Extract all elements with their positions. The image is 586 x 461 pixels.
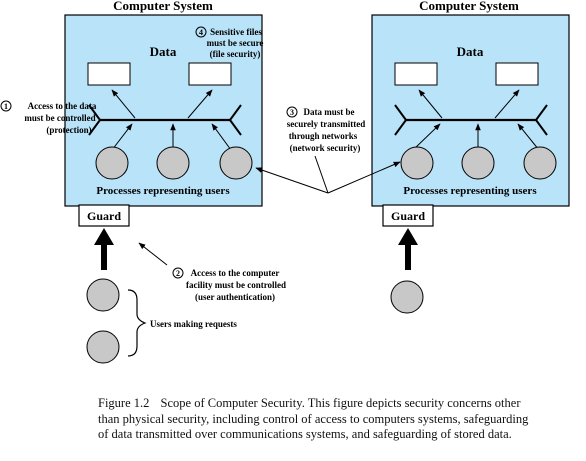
right-computer-system: Computer System Data Processes represent…: [371, 0, 570, 227]
annotation-3-line-2: securely transmitted: [287, 119, 366, 129]
left-guard-box: [78, 204, 130, 227]
annotation-4-line-2: must be secure: [207, 38, 264, 48]
annotation-3-line-1: Data must be: [304, 107, 355, 117]
annotation-1-line-2: must be controlled: [24, 113, 95, 123]
left-processes-label: Processes representing users: [96, 185, 230, 197]
figure-caption: Figure 1.2 Scope of Computer Security. T…: [98, 396, 538, 443]
annotation-4-line-3: (file security): [210, 49, 261, 59]
annotation-1-number-circle: [0, 100, 12, 112]
left-data-file-2: [188, 62, 232, 86]
right-bus-bracket-left: [394, 104, 408, 136]
annotation-3-number: 3: [290, 108, 294, 117]
annotation-2-number-circle: [172, 267, 184, 279]
annotation-2-line-3: (user authentication): [195, 292, 275, 302]
left-bus-bracket-left: [88, 104, 102, 136]
annotation-4-number-circle: [195, 26, 207, 38]
annotation-3: 3 Data must be securely transmitted thro…: [255, 106, 401, 194]
right-entry-arrow-head: [398, 228, 418, 245]
annotation-1-line-1: Access to the data: [28, 101, 97, 111]
annotation-3-number-circle: [286, 106, 298, 118]
left-arrow-process-1: [111, 123, 133, 151]
left-process-circle-1: [95, 146, 129, 180]
left-user-circle-2: [86, 330, 120, 364]
left-system-title: Computer System: [113, 0, 213, 13]
right-process-circle-2: [461, 146, 495, 180]
figure-number: Figure 1.2: [98, 396, 150, 410]
right-arrow-process-3: [517, 123, 540, 151]
annotation-3-pointer-left: [255, 167, 329, 194]
left-data-file-1: [87, 62, 131, 86]
left-guard-label: Guard: [87, 209, 121, 223]
caption-text: Scope of Computer Security. This figure …: [98, 396, 529, 441]
annotation-2-number: 2: [176, 269, 180, 278]
annotation-3-leader: [314, 155, 329, 194]
annotation-3-pointer-right: [327, 161, 401, 194]
annotation-4-line-1: Sensitive files: [210, 27, 262, 37]
annotation-1: 1 Access to the data must be controlled …: [0, 100, 97, 135]
left-user-circle-1: [86, 278, 120, 312]
users-brace: [127, 289, 147, 357]
annotation-1-line-3: (protection): [46, 125, 91, 135]
right-process-circle-3: [523, 146, 557, 180]
right-guard-box: [382, 204, 434, 227]
right-arrow-to-file-2: [494, 89, 520, 119]
right-bus-bracket-right: [534, 104, 548, 136]
annotation-2-line-1: Access to the computer: [191, 268, 280, 278]
left-data-label: Data: [150, 44, 177, 59]
annotation-3-line-3: through networks: [289, 131, 358, 141]
computer-security-diagram: Computer System Data Processes represent…: [0, 0, 570, 364]
left-entry-arrow-head: [94, 228, 114, 245]
annotation-2-line-2: facility must be controlled: [186, 280, 286, 290]
left-bus-bracket-right: [228, 104, 242, 136]
right-data-label: Data: [457, 44, 484, 59]
annotation-1-number: 1: [4, 102, 8, 111]
right-data-file-2: [495, 62, 539, 86]
left-process-circle-2: [156, 146, 190, 180]
right-arrow-to-file-1: [418, 89, 443, 119]
left-computer-system: Computer System Data Processes represent…: [64, 0, 263, 227]
right-user-circle: [390, 280, 424, 314]
users-label: Users making requests: [150, 319, 237, 329]
left-arrow-to-file-2: [187, 89, 213, 119]
annotation-2: 2 Access to the computer facility must b…: [138, 242, 286, 302]
left-arrow-process-3: [211, 123, 232, 151]
left-process-circle-3: [219, 146, 253, 180]
right-system-title: Computer System: [419, 0, 519, 13]
right-guard-label: Guard: [391, 209, 425, 223]
annotation-4: 4 Sensitive files must be secure (file s…: [195, 26, 264, 59]
annotation-2-pointer: [138, 242, 168, 266]
right-data-file-1: [394, 62, 438, 86]
left-arrow-to-file-1: [111, 89, 136, 119]
right-processes-label: Processes representing users: [403, 185, 537, 197]
annotation-3-line-4: (network security): [290, 143, 361, 153]
right-process-circle-1: [400, 146, 434, 180]
right-arrow-process-1: [412, 123, 441, 151]
annotation-4-number: 4: [199, 28, 203, 37]
